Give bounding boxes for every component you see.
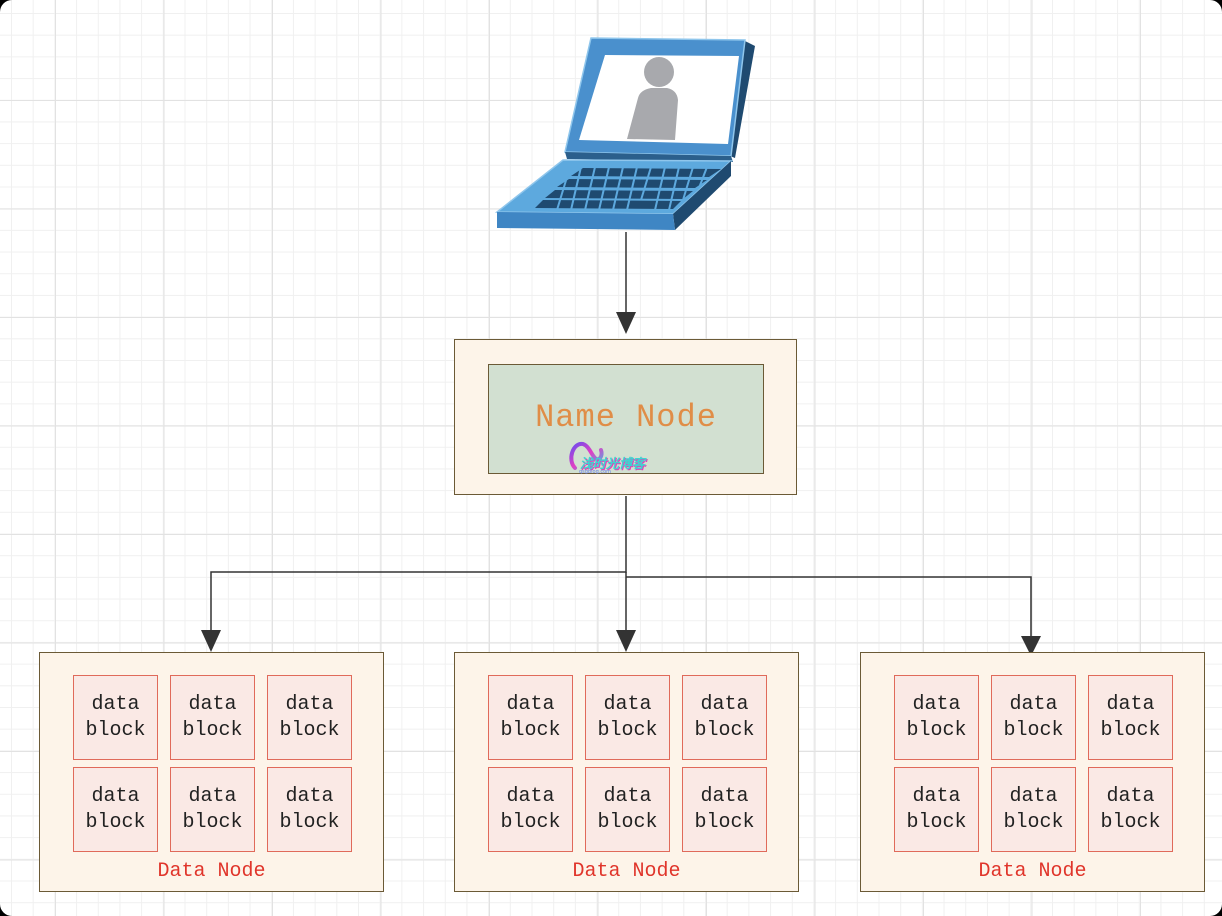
name-node[interactable]: Name Node 浅时光博客 qsgblog.com <box>454 339 797 495</box>
person-body-icon <box>627 88 678 140</box>
keyboard-key-gaps <box>556 166 708 211</box>
data-block[interactable]: data block <box>170 675 255 760</box>
data-block[interactable]: data block <box>682 767 767 852</box>
data-block[interactable]: data block <box>73 767 158 852</box>
data-block[interactable]: data block <box>991 675 1076 760</box>
data-block[interactable]: data block <box>267 767 352 852</box>
arrowhead-icon <box>616 312 636 334</box>
watermark-text: 浅时光博客 <box>580 457 646 472</box>
data-block[interactable]: data block <box>585 767 670 852</box>
data-block[interactable]: data block <box>267 675 352 760</box>
edge-namenode-to-datanode-3 <box>626 576 1041 656</box>
data-block[interactable]: data block <box>585 675 670 760</box>
data-node-2[interactable]: data block data block data block data bl… <box>454 652 799 892</box>
data-block[interactable]: data block <box>488 675 573 760</box>
data-block[interactable]: data block <box>1088 767 1173 852</box>
data-node-1[interactable]: data block data block data block data bl… <box>39 652 384 892</box>
base-side <box>673 161 731 230</box>
name-node-inner[interactable]: Name Node <box>488 364 764 474</box>
data-block[interactable]: data block <box>991 767 1076 852</box>
edge-namenode-to-datanode-1 <box>201 496 627 652</box>
arrowhead-icon <box>616 630 636 652</box>
watermark-logo: 浅时光博客 qsgblog.com <box>567 438 667 478</box>
hinge <box>565 152 733 162</box>
name-node-label: Name Node <box>535 398 717 436</box>
data-block[interactable]: data block <box>1088 675 1173 760</box>
data-block[interactable]: data block <box>170 767 255 852</box>
data-block[interactable]: data block <box>73 675 158 760</box>
watermark-subtext: qsgblog.com <box>579 469 612 475</box>
base-front <box>497 212 675 230</box>
data-node-label: Data Node <box>572 860 681 883</box>
data-block[interactable]: data block <box>682 675 767 760</box>
laptop-user-icon[interactable] <box>494 36 757 232</box>
watermark-swirl-icon <box>569 441 604 470</box>
edge-client-to-namenode <box>616 232 636 334</box>
data-block[interactable]: data block <box>894 675 979 760</box>
person-head-icon <box>644 57 674 87</box>
data-node-3[interactable]: data block data block data block data bl… <box>860 652 1205 892</box>
arrowhead-icon <box>201 630 221 652</box>
edge-namenode-to-datanode-2 <box>616 572 636 652</box>
data-node-label: Data Node <box>157 860 266 883</box>
data-block[interactable]: data block <box>894 767 979 852</box>
data-node-label: Data Node <box>978 860 1087 883</box>
data-block[interactable]: data block <box>488 767 573 852</box>
